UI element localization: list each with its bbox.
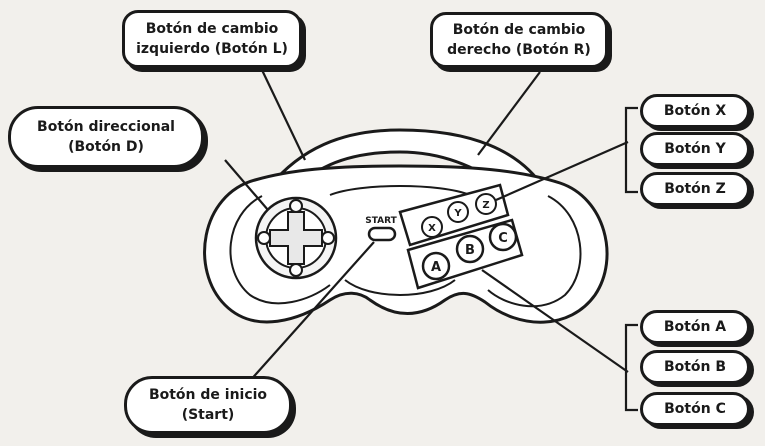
callout-shift-left: Botón de cambio izquierdo (Botón L)	[122, 10, 302, 68]
callout-start: Botón de inicio (Start)	[124, 376, 292, 434]
face-button-x[interactable]: X	[421, 216, 443, 238]
face-button-z-label: Z	[482, 200, 489, 211]
leader-lines	[224, 69, 638, 412]
dpad[interactable]	[254, 196, 338, 280]
start-button[interactable]: START	[365, 216, 398, 242]
label-button-z: Botón Z	[640, 172, 750, 206]
bracket-abc	[624, 323, 638, 412]
face-button-y[interactable]: Y	[447, 201, 469, 223]
leader-line-shift-right	[477, 71, 541, 156]
face-button-c-label: C	[498, 231, 508, 246]
leader-line-abc	[481, 269, 629, 373]
label-button-a: Botón A	[640, 310, 750, 344]
leader-line-start	[239, 241, 375, 393]
face-button-b[interactable]: B	[455, 234, 485, 264]
leader-line-xyz	[495, 140, 629, 202]
callout-shift-right: Botón de cambio derecho (Botón R)	[430, 12, 608, 68]
callout-start-line1: Botón de inicio	[148, 387, 268, 403]
start-button-label: START	[365, 216, 397, 226]
label-button-b: Botón B	[640, 350, 750, 384]
dpad-cross-icon	[269, 211, 323, 265]
callout-dpad-line2: (Botón D)	[68, 139, 144, 155]
callout-shift-left-line2: izquierdo (Botón L)	[136, 41, 288, 57]
face-buttons-top: X Y Z	[421, 193, 497, 238]
bracket-xyz	[624, 106, 638, 194]
callout-dpad: Botón direccional (Botón D)	[8, 106, 204, 168]
controller-details	[229, 185, 582, 308]
label-button-x: Botón X	[640, 94, 750, 128]
face-button-b-label: B	[465, 243, 475, 258]
leader-line-shift-left	[261, 69, 306, 161]
callout-shift-left-line1: Botón de cambio	[145, 21, 279, 37]
callout-shift-right-line1: Botón de cambio	[452, 22, 586, 38]
leader-line-dpad	[224, 159, 269, 211]
face-button-x-label: X	[428, 223, 436, 234]
face-button-z[interactable]: Z	[475, 193, 497, 215]
callout-dpad-line1: Botón direccional	[37, 119, 175, 135]
callout-shift-right-line2: derecho (Botón R)	[447, 42, 591, 58]
label-button-y: Botón Y	[640, 132, 750, 166]
face-button-c[interactable]: C	[488, 222, 518, 252]
callout-start-line2: (Start)	[181, 407, 235, 423]
label-button-c: Botón C	[640, 392, 750, 426]
face-buttons-bottom: A B C	[421, 222, 518, 281]
face-button-a[interactable]: A	[421, 251, 451, 281]
face-button-y-label: Y	[453, 208, 462, 219]
face-button-a-label: A	[431, 260, 441, 275]
